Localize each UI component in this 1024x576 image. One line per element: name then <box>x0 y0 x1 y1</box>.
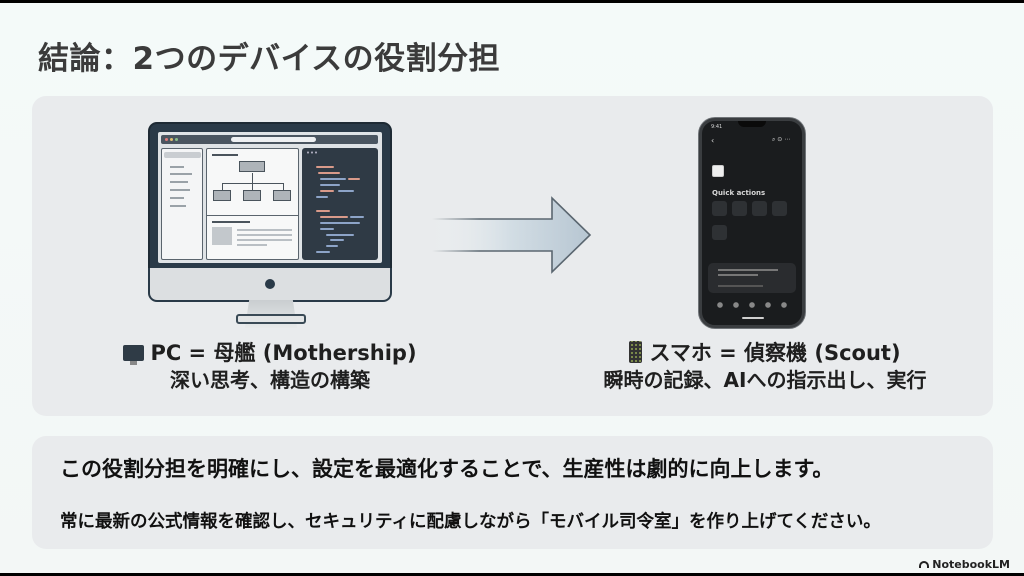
search-icon: ⌕ ⊙ ⋯ <box>772 136 791 143</box>
diagram-node <box>213 190 231 201</box>
app-logo-icon <box>712 165 724 177</box>
phone-status-time: 9:41 <box>711 124 723 130</box>
diagram-node <box>243 190 261 201</box>
mobile-phone-icon <box>629 341 643 363</box>
pc-subheading: 深い思考、構造の構築 <box>170 368 370 392</box>
slide-title: 結論：2つのデバイスの役割分担 <box>38 41 501 77</box>
phone-notch <box>738 121 766 127</box>
desktop-monitor-illustration <box>148 122 392 302</box>
back-chevron-icon: ‹ <box>711 136 715 145</box>
quick-action-tile <box>752 201 767 216</box>
diagram-node <box>273 190 291 201</box>
summary-line-1: この役割分担を明確にし、設定を最適化することで、生産性は劇的に向上します。 <box>60 457 834 481</box>
watermark-text: NotebookLM <box>932 558 1010 571</box>
minimize-dot-icon <box>170 138 173 141</box>
phone-caption: スマホ = 偵察機 (Scout) 瞬時の記録、AIへの指示出し、実行 <box>570 340 960 393</box>
right-arrow-icon <box>432 196 592 274</box>
phone-subheading: 瞬時の記録、AIへの指示出し、実行 <box>603 368 927 392</box>
desktop-computer-icon <box>123 345 145 365</box>
phone-tab-bar <box>712 302 792 308</box>
monitor-base <box>236 314 306 324</box>
pc-caption: PC = 母艦 (Mothership) 深い思考、構造の構築 <box>100 340 440 393</box>
notebooklm-logo-icon <box>919 561 930 568</box>
diagram-node <box>239 161 265 172</box>
smartphone-illustration: 9:41 ‹ ⌕ ⊙ ⋯ Quick actions <box>699 118 805 328</box>
code-editor-pane <box>302 148 378 260</box>
maximize-dot-icon <box>175 138 178 141</box>
summary-line-2: 常に最新の公式情報を確認し、セキュリティに配慮しながら「モバイル司令室」を作り上… <box>60 512 881 532</box>
monitor-frame <box>148 122 392 294</box>
monitor-screen <box>158 132 382 263</box>
notebooklm-watermark: NotebookLM <box>919 558 1010 571</box>
close-dot-icon <box>165 138 168 141</box>
summary-panel <box>32 436 993 549</box>
quick-action-tile <box>772 201 787 216</box>
monitor-chin <box>148 268 392 302</box>
quick-action-tile <box>712 225 727 240</box>
quick-actions-label: Quick actions <box>712 189 766 197</box>
url-bar <box>231 137 316 142</box>
slide: 結論：2つのデバイスの役割分担 <box>0 3 1024 573</box>
sidebar-active-item <box>164 152 201 158</box>
pc-heading: PC = 母艦 (Mothership) <box>150 341 417 365</box>
window-titlebar <box>161 135 378 144</box>
diagram-canvas <box>206 148 299 260</box>
monitor-logo-icon <box>265 279 275 289</box>
sidebar-pane <box>161 148 203 260</box>
home-indicator <box>742 317 764 319</box>
quick-action-tile <box>712 201 727 216</box>
quick-action-tile <box>732 201 747 216</box>
chat-input-card <box>708 263 796 293</box>
phone-heading: スマホ = 偵察機 (Scout) <box>649 341 901 365</box>
